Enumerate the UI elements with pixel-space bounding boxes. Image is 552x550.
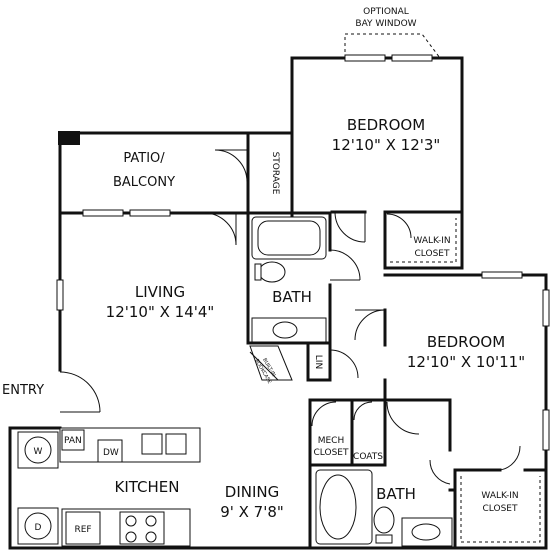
bedroom2-size: 12'10" X 10'11" (407, 353, 525, 371)
mech-label-1: MECH (318, 436, 345, 446)
bedroom1-name: BEDROOM (347, 116, 425, 134)
pan-label: PAN (64, 436, 82, 446)
patio-label-1: PATIO/ (123, 151, 165, 166)
doors (59, 149, 521, 485)
bath2-label: BATH (376, 485, 416, 503)
column-block (58, 131, 80, 145)
ref-label: REF (74, 525, 91, 535)
washer-label: W (34, 447, 43, 457)
fixtures (17, 216, 453, 547)
patio-label-2: BALCONY (113, 175, 175, 190)
entry-label: ENTRY (2, 383, 44, 398)
dw-label: DW (103, 448, 119, 458)
dining-size: 9' X 7'8" (220, 503, 284, 521)
walkin1-label-1: WALK-IN (413, 236, 450, 246)
lin-label: LIN (313, 355, 323, 369)
walkin2-shelves (460, 476, 541, 543)
living-size: 12'10" X 14'4" (106, 303, 215, 321)
kitchen-label: KITCHEN (115, 478, 180, 496)
bay-window-label-1: OPTIONAL (363, 7, 409, 17)
walkin2-label-2: CLOSET (483, 504, 518, 514)
living-name: LIVING (135, 283, 185, 301)
bedroom1-size: 12'10" X 12'3" (332, 136, 441, 154)
bedroom2-name: BEDROOM (427, 333, 505, 351)
mech-label-2: CLOSET (314, 448, 349, 458)
bay-window-label-2: BAY WINDOW (355, 19, 416, 29)
walkin1-shelves (390, 218, 457, 263)
bay-window-outline (344, 33, 441, 59)
bath1-label: BATH (272, 288, 312, 306)
dryer-label: D (35, 523, 42, 533)
walkin2-label-1: WALK-IN (481, 491, 518, 501)
walkin1-label-2: CLOSET (415, 249, 450, 259)
coats-label: COATS (353, 452, 383, 462)
dining-name: DINING (225, 483, 279, 501)
storage-label: STORAGE (270, 152, 280, 195)
bookcase (249, 345, 293, 381)
